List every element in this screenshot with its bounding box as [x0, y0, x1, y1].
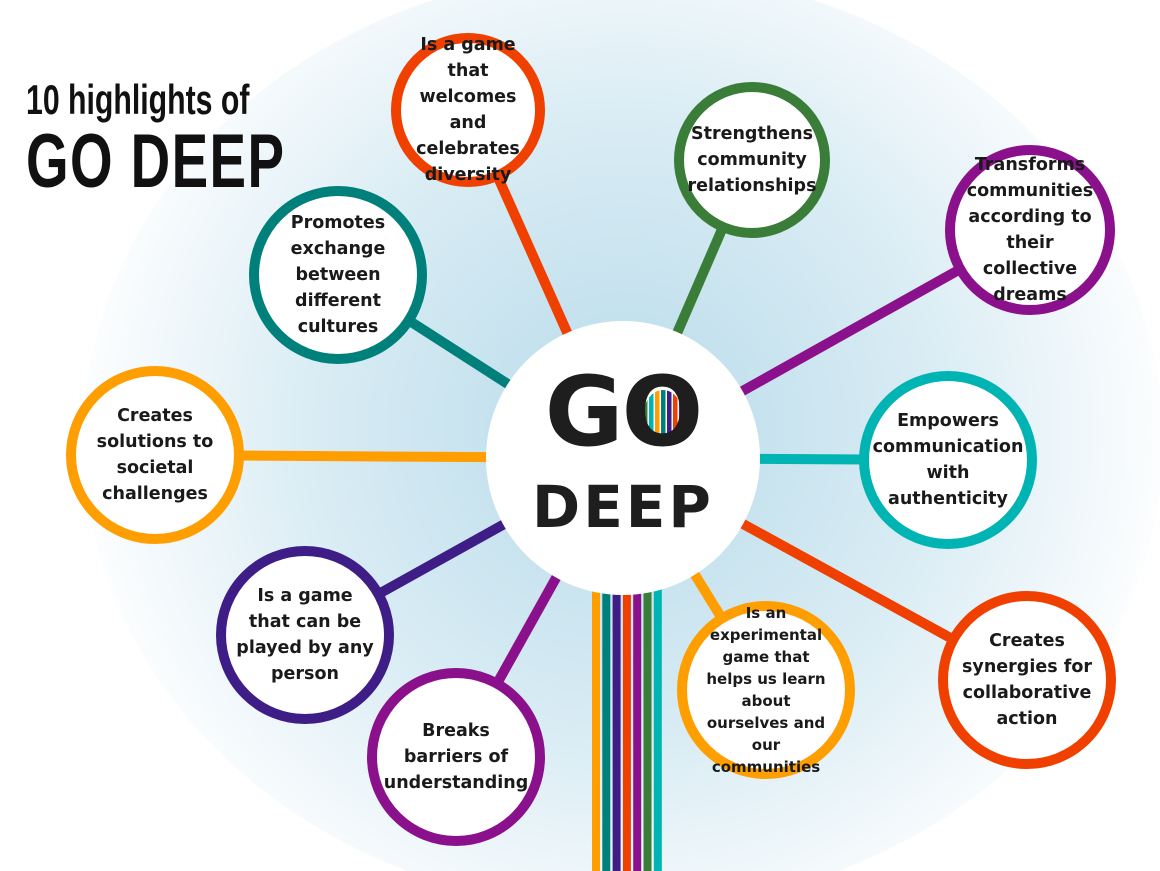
highlight-circle	[677, 601, 855, 779]
highlight-text: Strengthens community relationships	[687, 87, 817, 233]
logo-o-stripe	[667, 390, 672, 444]
title-line-1: 10 highlights of	[26, 76, 250, 123]
highlight-text: Creates synergies for collaborative acti…	[957, 596, 1097, 764]
highlight-label: Creates solutions to societal challenges	[96, 406, 214, 504]
highlight-label: Empowers communication with authenticity	[872, 411, 1024, 509]
highlight-circle	[391, 33, 545, 187]
stripe	[592, 540, 600, 871]
highlight-text: Is an experimental game that helps us le…	[699, 604, 834, 776]
stripe	[643, 540, 652, 871]
highlight-circle	[216, 546, 394, 724]
highlight-label: Transforms communities according to thei…	[966, 155, 1094, 305]
logo-o-stripe	[649, 390, 654, 444]
highlight-label: Strengthens community relationships	[687, 124, 817, 196]
logo-o-stripe	[673, 390, 678, 444]
highlight-circle	[938, 591, 1116, 769]
highlight-label: Creates synergies for collaborative acti…	[962, 631, 1092, 729]
highlight-text: Is a game that welcomes and celebrates d…	[403, 35, 533, 185]
highlight-label: Is an experimental game that helps us le…	[706, 604, 826, 776]
logo-circle	[486, 321, 760, 595]
stripe	[612, 540, 621, 871]
logo-deep: DEEP	[532, 473, 714, 541]
highlight-circle	[674, 82, 830, 238]
stripe	[622, 540, 631, 871]
title-line-2: GO DEEP	[26, 119, 286, 204]
logo-o-stripe	[661, 390, 666, 444]
highlight-text: Breaks barriers of understanding	[383, 673, 529, 841]
highlight-label: Is a game that can be played by any pers…	[236, 586, 374, 684]
highlight-text: Empowers communication with authenticity	[873, 376, 1024, 544]
highlight-circle	[367, 668, 545, 846]
highlight-text: Is a game that can be played by any pers…	[235, 551, 375, 719]
highlight-circle	[66, 366, 244, 544]
highlight-circle	[859, 371, 1037, 549]
logo-o-stripe	[643, 390, 648, 444]
logo-o-stripe	[679, 390, 683, 444]
stripe	[602, 540, 611, 871]
highlight-circle	[249, 186, 427, 364]
highlight-text: Transforms communities according to thei…	[960, 150, 1100, 310]
logo-o-stripe	[655, 390, 660, 444]
highlight-label: Breaks barriers of understanding	[383, 721, 529, 793]
highlight-circle	[945, 145, 1115, 315]
highlight-text: Promotes exchange between different cult…	[268, 191, 408, 359]
highlight-label: Promotes exchange between different cult…	[290, 213, 386, 337]
highlight-text: Creates solutions to societal challenges	[85, 371, 225, 539]
logo-go: GO	[544, 356, 703, 468]
stripe	[653, 540, 662, 871]
highlight-label: Is a game that welcomes and celebrates d…	[416, 35, 520, 185]
stripe	[633, 540, 642, 871]
